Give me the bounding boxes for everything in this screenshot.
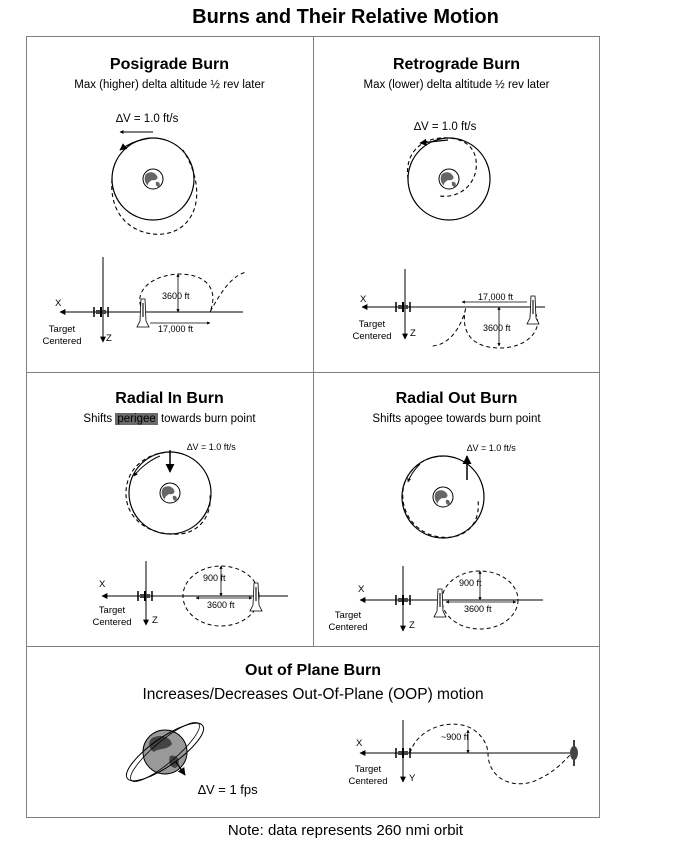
radial-out-dv-label: ∆V = 1.0 ft/s (467, 443, 516, 453)
posigrade-target-line1: Target (48, 324, 76, 335)
posigrade-dist-h: 17,000 ft (158, 324, 194, 334)
oop-x-label: X (356, 738, 363, 749)
radial-in-title: Radial In Burn (115, 390, 224, 407)
radial-out-dist-h: 3600 ft (464, 604, 492, 614)
retrograde-artwork (361, 137, 545, 349)
retrograde-subtitle: Max (lower) delta altitude ½ rev later (363, 79, 550, 91)
posigrade-x-label: X (55, 298, 62, 309)
oop-artwork (125, 720, 578, 785)
radial-in-subtitle: Shifts perigee towards burn point (26, 413, 313, 425)
radial-in-dv-label: ∆V = 1.0 ft/s (187, 442, 236, 452)
oop-target-line1: Target (354, 764, 382, 775)
oop-dv-label: ∆V = 1 fps (198, 782, 258, 797)
radial-in-subtitle-highlight: perigee (115, 413, 158, 425)
radial-in-artwork (101, 450, 288, 627)
retrograde-dist-v: 3600 ft (483, 323, 511, 333)
posigrade-z-label: Z (106, 333, 112, 344)
radial-in-dist-v: 900 ft (203, 573, 226, 583)
radial-out-subtitle: Shifts apogee towards burn point (372, 413, 541, 425)
oop-target-line2: Centered (348, 776, 388, 787)
radial-out-z-label: Z (409, 620, 415, 631)
posigrade-subtitle: Max (higher) delta altitude ½ rev later (74, 79, 265, 91)
retrograde-x-label: X (360, 294, 367, 305)
posigrade-title: Posigrade Burn (109, 56, 230, 73)
posigrade-target-line2: Centered (42, 336, 82, 347)
radial-out-title: Radial Out Burn (395, 390, 518, 407)
retrograde-target-line1: Target (358, 319, 386, 330)
divider-horizontal-1 (26, 372, 600, 373)
oop-dist: ~900 ft (441, 732, 469, 742)
footnote: Note: data represents 260 nmi orbit (227, 822, 464, 839)
posigrade-dist-v: 3600 ft (162, 291, 190, 301)
retrograde-target-line2: Centered (352, 331, 392, 342)
radial-out-artwork (359, 455, 543, 632)
oop-title: Out of Plane Burn (245, 662, 381, 679)
retrograde-dv-label: ∆V = 1.0 ft/s (414, 121, 477, 133)
radial-in-subtitle-pre: Shifts (83, 413, 116, 425)
radial-in-z-label: Z (152, 615, 158, 626)
page-title: Burns and Their Relative Motion (192, 6, 499, 28)
radial-out-x-label: X (358, 584, 365, 595)
divider-vertical (313, 36, 314, 646)
retrograde-dist-h: 17,000 ft (478, 292, 514, 302)
posigrade-dv-label: ∆V = 1.0 ft/s (116, 113, 179, 125)
retrograde-z-label: Z (410, 328, 416, 339)
radial-out-target-line1: Target (334, 610, 362, 621)
oop-y-label: Y (409, 773, 416, 784)
radial-out-dist-v: 900 ft (459, 578, 482, 588)
radial-in-target-line1: Target (98, 605, 126, 616)
oop-subtitle: Increases/Decreases Out-Of-Plane (OOP) m… (142, 686, 484, 703)
radial-in-subtitle-post: towards burn point (157, 413, 256, 425)
posigrade-artwork (59, 130, 247, 343)
divider-horizontal-2 (26, 646, 600, 647)
radial-in-dist-h: 3600 ft (207, 600, 235, 610)
retrograde-title: Retrograde Burn (392, 56, 521, 73)
radial-out-target-line2: Centered (328, 622, 368, 633)
radial-in-target-line2: Centered (92, 617, 132, 628)
radial-in-x-label: X (99, 579, 106, 590)
